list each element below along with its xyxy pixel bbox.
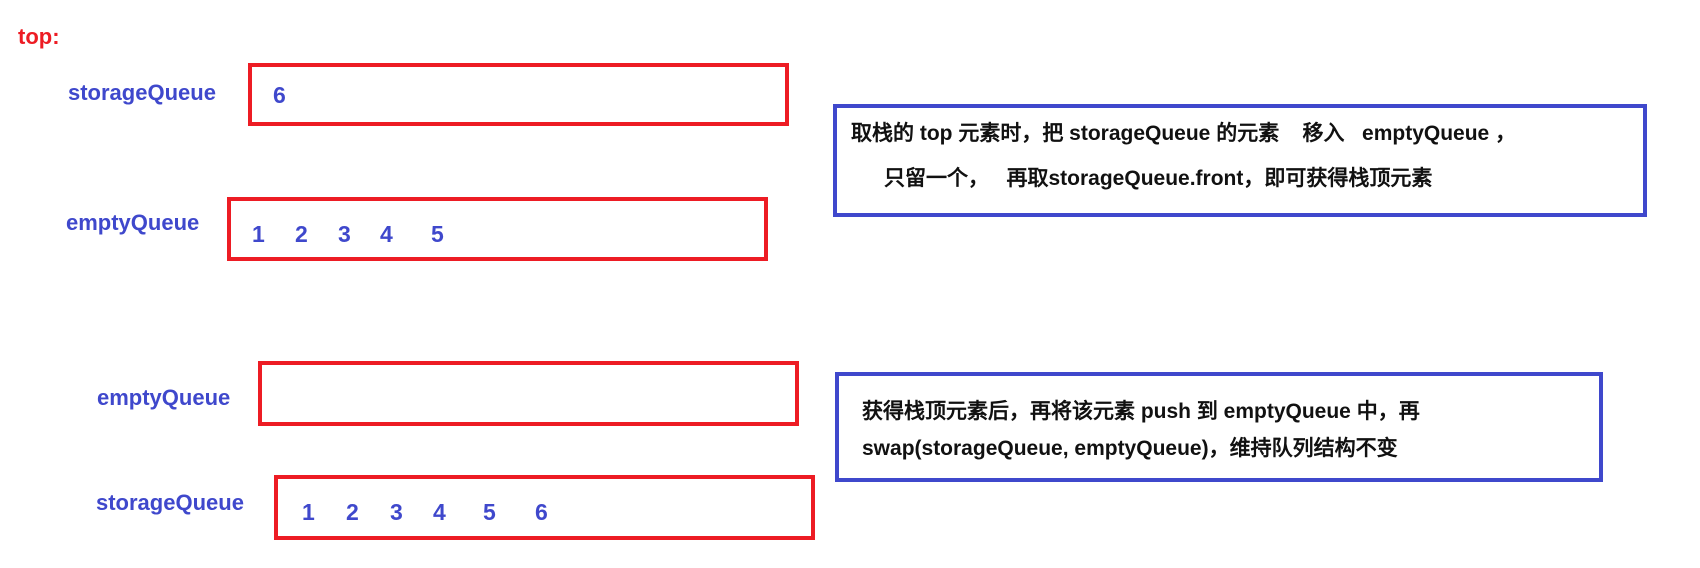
queue-element: 4 [433,499,446,525]
step2-storage-queue-label: storageQueue [96,490,244,515]
queue-element: 3 [390,499,403,525]
step1-explanation-line2: 只留一个， 再取storageQueue.front，即可获得栈顶元素 [884,167,1433,190]
step2-empty-queue-label: emptyQueue [97,385,231,410]
queue-element: 2 [346,499,359,525]
diagram-heading: top: [18,24,60,49]
queue-element: 3 [338,221,351,247]
step1-storage-queue-box: 6 [248,63,789,126]
step1-empty-queue-label: emptyQueue [66,210,200,235]
queue-element: 5 [431,221,444,247]
queue-element: 5 [483,499,496,525]
queue-element: 4 [380,221,393,247]
queue-element: 1 [252,221,265,247]
step2-explanation-line2: swap(storageQueue, emptyQueue)，维持队列结构不变 [862,437,1398,460]
step2-explanation-box: 获得栈顶元素后，再将该元素 push 到 emptyQueue 中，再 swap… [835,372,1603,482]
queue-element: 1 [302,499,315,525]
queue-element: 6 [273,82,286,108]
queue-element: 2 [295,221,308,247]
step1-explanation-line1: 取栈的 top 元素时，把 storageQueue 的元素 移入 emptyQ… [851,122,1517,145]
step1-storage-queue-label: storageQueue [68,80,216,105]
step2-explanation-line1: 获得栈顶元素后，再将该元素 push 到 emptyQueue 中，再 [862,400,1420,423]
step1-empty-queue-box: 1 2 3 4 5 [227,197,768,261]
step2-empty-queue-box [258,361,799,426]
step2-storage-queue-box: 1 2 3 4 5 6 [274,475,815,540]
step1-explanation-box: 取栈的 top 元素时，把 storageQueue 的元素 移入 emptyQ… [833,104,1647,217]
queue-element: 6 [535,499,548,525]
